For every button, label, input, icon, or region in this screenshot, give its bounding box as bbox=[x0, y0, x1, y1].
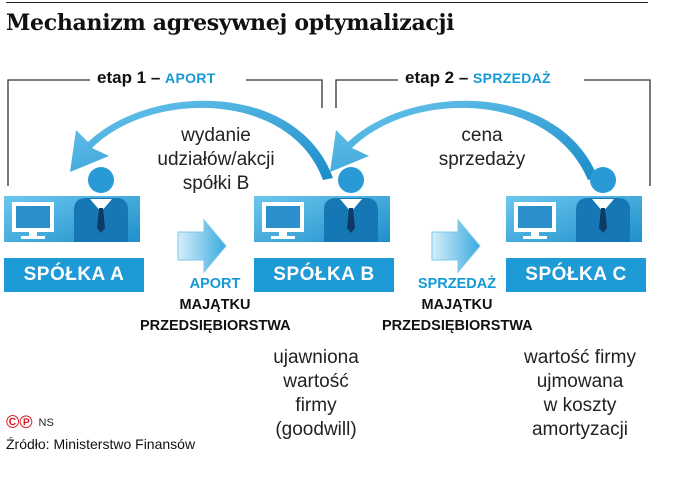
stage-2-label: etap 2 – SPRZEDAŻ bbox=[405, 68, 551, 87]
note-amortization: wartość firmy ujmowana w koszty amortyza… bbox=[524, 347, 636, 440]
arc-label-stage-2: cena sprzedaży bbox=[438, 125, 526, 170]
flow-label-aport: APORT MAJĄTKU PRZEDSIĘBIORSTWA bbox=[140, 276, 291, 334]
arc-label-stage-1: wydanie udziałów/akcji spółki B bbox=[157, 125, 275, 194]
copyright-mark: ©℗ NS bbox=[6, 412, 54, 433]
source-note: Źródło: Ministerstwo Finansów bbox=[6, 436, 196, 452]
bracket-stage-1-left bbox=[7, 79, 90, 186]
curved-arrow-stage-1 bbox=[70, 100, 333, 180]
bracket-stage-2-right bbox=[584, 79, 651, 186]
page-title: Mechanizm agresywnej optymalizacji bbox=[6, 10, 455, 36]
stage-1-accent: APORT bbox=[165, 70, 216, 86]
bracket-stage-2-left bbox=[335, 79, 398, 108]
copyright-icon: ©℗ bbox=[6, 412, 33, 432]
company-c-label: SPÓŁKA C bbox=[506, 258, 646, 292]
stage-1-label: etap 1 – APORT bbox=[97, 68, 216, 87]
desk-unit-c bbox=[506, 167, 642, 248]
desk-unit-a bbox=[4, 167, 140, 248]
flow-label-sprzedaz: SPRZEDAŻ MAJĄTKU PRZEDSIĘBIORSTWA bbox=[382, 276, 533, 334]
flow-arrow-2 bbox=[431, 218, 481, 274]
flow-arrow-1 bbox=[177, 218, 227, 274]
copyright-credit: NS bbox=[38, 416, 54, 429]
company-a-label: SPÓŁKA A bbox=[4, 258, 144, 292]
bracket-stage-1-right bbox=[246, 79, 323, 108]
stage-2-accent: SPRZEDAŻ bbox=[473, 70, 551, 86]
note-goodwill: ujawniona wartość firmy (goodwill) bbox=[273, 347, 359, 440]
curved-arrow-stage-2 bbox=[330, 100, 598, 180]
company-b-label: SPÓŁKA B bbox=[254, 258, 394, 292]
top-rule bbox=[6, 2, 648, 3]
